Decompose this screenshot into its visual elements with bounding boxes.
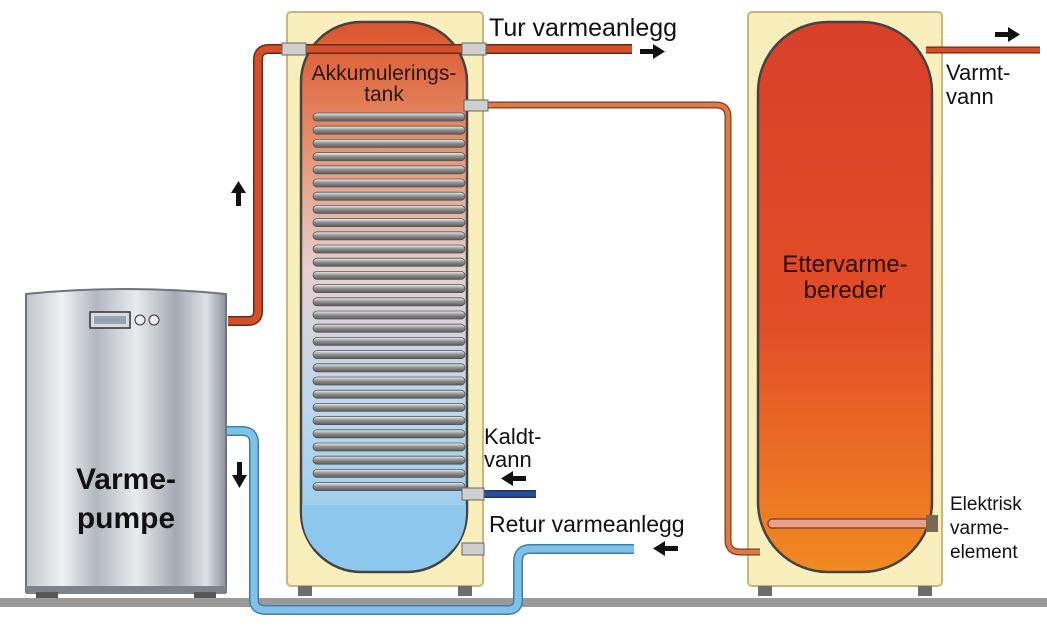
coil-turn bbox=[312, 191, 466, 201]
coil-turn bbox=[312, 350, 466, 360]
coil-turn bbox=[312, 442, 466, 452]
coil-turn bbox=[312, 310, 466, 320]
coil-turn bbox=[312, 178, 466, 188]
arrow-left-icon bbox=[501, 471, 526, 486]
coil-turn bbox=[312, 152, 466, 162]
cold-water-label-line1: Kaldt- bbox=[484, 424, 541, 449]
coil-turn bbox=[312, 297, 466, 307]
post-heater-tank bbox=[747, 11, 943, 596]
coil-turn bbox=[312, 363, 466, 373]
coil-turn bbox=[312, 416, 466, 426]
coil-turn bbox=[312, 389, 466, 399]
coil-turn bbox=[312, 336, 466, 346]
hot-water-label-line2: vann bbox=[946, 84, 994, 109]
coil-turn bbox=[312, 455, 466, 465]
arrow-left-icon bbox=[653, 541, 678, 556]
electric-element-label-line2: varme- bbox=[950, 518, 1009, 539]
hot-water-label-line1: Varmt- bbox=[946, 60, 1010, 85]
coil-turn bbox=[312, 218, 466, 228]
heat-pump-label-line1: Varme- bbox=[76, 463, 176, 496]
heat-pump: Varme- pumpe bbox=[25, 288, 227, 598]
electric-element bbox=[767, 518, 937, 529]
post-heater-label-line2: bereder bbox=[804, 277, 887, 304]
coil-turn bbox=[312, 402, 466, 412]
coil-turn bbox=[312, 138, 466, 148]
coil-turn bbox=[312, 468, 466, 478]
arrow-down-icon bbox=[232, 462, 247, 488]
coil-turn bbox=[312, 323, 466, 333]
coil-turn bbox=[312, 165, 466, 175]
floor bbox=[0, 598, 1047, 607]
arrow-up-icon bbox=[231, 181, 246, 206]
coil-turn bbox=[312, 376, 466, 386]
post-heater-label-line1: Ettervarme- bbox=[782, 251, 907, 278]
arrow-right-icon bbox=[995, 27, 1020, 42]
accumulator-label-line1: Akkumulerings- bbox=[312, 62, 457, 85]
cold-water-label-line2: vann bbox=[484, 447, 532, 472]
coil-to-heater-pipe bbox=[466, 101, 760, 556]
coil-turn bbox=[312, 257, 466, 267]
supply-label: Tur varmeanlegg bbox=[489, 14, 677, 42]
accumulator-label-line2: tank bbox=[364, 83, 404, 106]
heating-coil bbox=[312, 112, 466, 492]
electric-element-label-line1: Elektrisk bbox=[950, 494, 1022, 515]
coil-turn bbox=[312, 204, 466, 214]
electric-element-label-line3: element bbox=[950, 542, 1018, 563]
coil-turn bbox=[312, 429, 466, 439]
heat-pump-label-line2: pumpe bbox=[77, 502, 175, 535]
coil-turn bbox=[312, 125, 466, 135]
coil-turn bbox=[312, 244, 466, 254]
coil-turn bbox=[312, 270, 466, 280]
coil-turn bbox=[312, 482, 466, 492]
return-label: Retur varmeanlegg bbox=[489, 511, 685, 537]
coil-turn bbox=[312, 231, 466, 241]
coil-turn bbox=[312, 284, 466, 294]
control-panel-icon bbox=[89, 311, 160, 329]
arrow-right-icon bbox=[640, 44, 665, 59]
coil-turn bbox=[312, 112, 466, 122]
